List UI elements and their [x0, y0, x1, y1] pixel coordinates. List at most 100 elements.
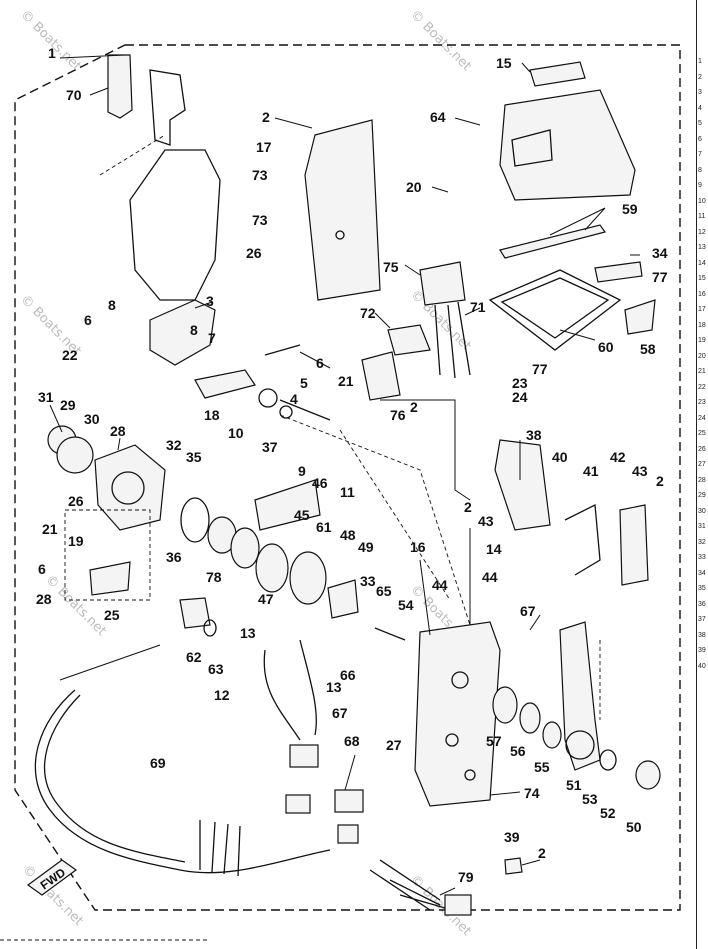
callout: 71: [470, 299, 486, 315]
callout: 18: [204, 407, 220, 423]
washer-53: [599, 749, 617, 771]
callout: 25: [104, 607, 120, 623]
callout: 62: [186, 649, 202, 665]
callout: 22: [62, 347, 78, 363]
leader-lines: [49, 54, 640, 896]
watermark: © Boats.net: [17, 7, 84, 74]
callout: 44: [432, 577, 448, 593]
side-index-item: 33: [698, 554, 706, 561]
gear-housing-28: [94, 444, 166, 531]
callout: 57: [486, 733, 502, 749]
connector: [285, 794, 311, 814]
side-index-item: 27: [698, 461, 706, 468]
cap-50: [635, 760, 661, 790]
harness-12: [263, 649, 301, 741]
mounting-plate: [304, 119, 381, 301]
side-index-item: 6: [698, 135, 702, 143]
callout: 4: [290, 391, 298, 407]
callout: 33: [360, 573, 376, 589]
switch-49: [327, 579, 359, 619]
side-index-item: 12: [698, 228, 706, 236]
side-index-item: 1: [698, 58, 702, 65]
callout: 43: [478, 513, 494, 529]
remote-cover-38: [494, 439, 551, 531]
callout: 67: [520, 603, 536, 619]
callout: 36: [166, 549, 182, 565]
callout: 26: [246, 245, 262, 261]
clip-39: [504, 857, 523, 875]
callout: 45: [294, 507, 310, 523]
connector: [337, 824, 359, 844]
plate-15: [529, 61, 586, 87]
side-index-item: 7: [698, 151, 702, 158]
plate-47: [255, 543, 289, 593]
side-index-item: 17: [698, 306, 706, 313]
side-index-item: 36: [698, 600, 706, 608]
side-index-item: 15: [698, 275, 706, 282]
side-index-item: 11: [698, 213, 706, 220]
callout: 28: [36, 591, 52, 607]
callout: 49: [358, 539, 374, 555]
side-index-item: 21: [698, 368, 706, 375]
callout: 73: [252, 212, 268, 228]
gasket-60: [488, 269, 622, 351]
watermark-layer: © Boats.net © Boats.net © Boats.net © Bo…: [17, 7, 474, 939]
side-index-item: 2: [698, 73, 702, 81]
callout: 58: [640, 341, 656, 357]
callout: 6: [38, 561, 46, 577]
harness-13: [299, 639, 317, 736]
bushing-56: [519, 702, 541, 734]
callout: 72: [360, 305, 376, 321]
bushing-57: [492, 686, 518, 724]
callout: 24: [512, 389, 528, 405]
callout: 48: [340, 527, 356, 543]
spring-46: [254, 479, 321, 531]
spring-35: [180, 497, 210, 543]
callout: 2: [538, 845, 546, 861]
callout: 32: [166, 437, 182, 453]
side-index-item: 5: [698, 120, 702, 127]
callout: 52: [600, 805, 616, 821]
callout: 2: [410, 399, 418, 415]
side-index-item: 31: [698, 523, 706, 530]
callout: 44: [482, 569, 498, 585]
rail-77: [594, 261, 643, 283]
callout: 39: [504, 829, 520, 845]
pigtail-79: [369, 859, 446, 911]
callout: 30: [84, 411, 100, 427]
callout: 47: [258, 591, 274, 607]
callout: 43: [632, 463, 648, 479]
callout: 20: [406, 179, 422, 195]
callout: 74: [524, 785, 540, 801]
assembly-boundary: [14, 44, 681, 911]
bracket-25: [89, 561, 131, 596]
callout: 70: [66, 87, 82, 103]
callout: 76: [390, 407, 406, 423]
side-index-item: 34: [698, 569, 706, 577]
bushing-55: [542, 721, 562, 749]
callout: 73: [252, 167, 268, 183]
side-index-item: 20: [698, 352, 706, 360]
callout: 77: [532, 361, 548, 377]
callout: 12: [214, 687, 230, 703]
callout: 21: [338, 373, 354, 389]
callout: 66: [340, 667, 356, 683]
side-index-item: 30: [698, 507, 706, 515]
callout: 29: [60, 397, 76, 413]
callout: 75: [383, 259, 399, 275]
callout: 34: [652, 245, 668, 261]
callout: 2: [656, 473, 664, 489]
side-index-item: 40: [698, 662, 706, 670]
washer-63: [203, 619, 217, 637]
callout: 9: [298, 463, 306, 479]
callout: 23: [512, 375, 528, 391]
callout: 17: [256, 139, 272, 155]
callout: 1: [48, 45, 56, 61]
disc-30: [56, 436, 94, 474]
side-index-item: 32: [698, 538, 706, 546]
callout: 50: [626, 819, 642, 835]
side-index-item: 13: [698, 244, 706, 251]
callout: 6: [316, 355, 324, 371]
side-index-item: 3: [698, 89, 702, 96]
